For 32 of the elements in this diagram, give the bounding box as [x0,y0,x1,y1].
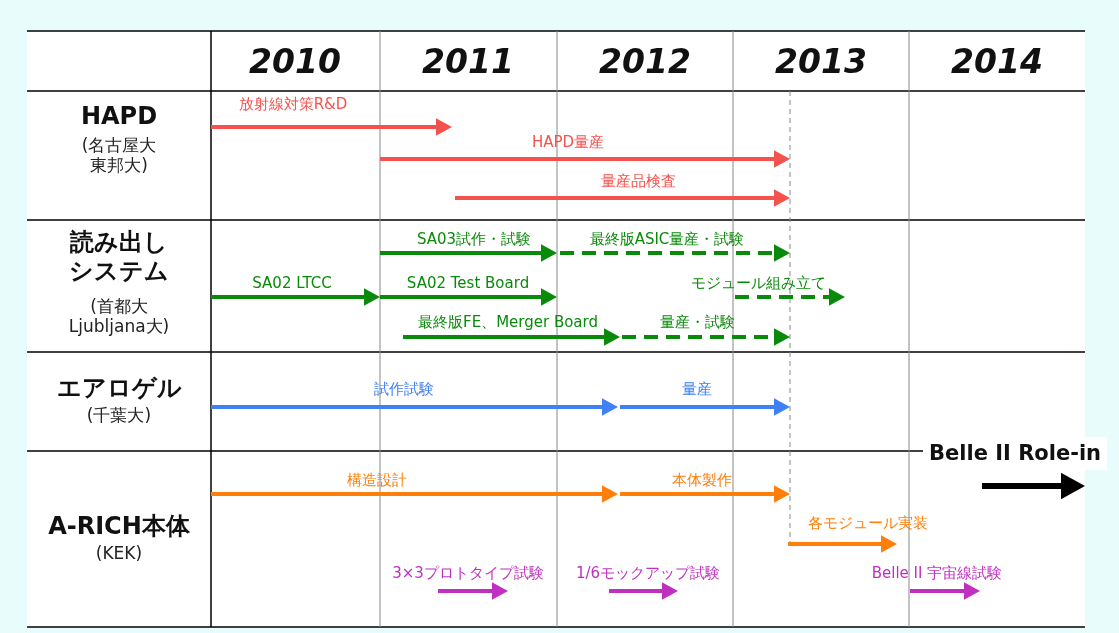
row-subheading: (KEK) [95,543,143,564]
task-label: 各モジュール実装 [808,514,928,532]
task-label: 量産品検査 [600,172,676,190]
task-label: 試作試験 [374,380,434,398]
task-label: 3×3プロトタイプ試験 [392,564,544,582]
year-header: 2010 [249,42,341,82]
row-heading: HAPD [80,102,158,131]
row-subheading: (名古屋大東邦大) [80,135,158,176]
task-label: Belle II 宇宙線試験 [871,564,1003,582]
task-label: 量産 [682,380,712,398]
task-label: 最終版ASIC量産・試験 [589,230,745,248]
year-header: 2013 [775,42,867,82]
task-label: SA03試作・試験 [416,230,532,248]
task-label: HAPD量産 [531,133,605,151]
task-label: 本体製作 [672,471,732,489]
task-label: 量産・試験 [659,313,735,331]
row-subheading: (千葉大) [86,405,152,426]
row-heading: A-RICH本体 [48,512,190,541]
milestone-label: Belle II Role-in [923,437,1108,471]
task-label: 放射線対策R&D [238,95,348,113]
year-header: 2014 [951,42,1043,82]
year-header: 2012 [599,42,691,82]
task-label: 1/6モックアップ試験 [575,564,721,582]
year-header: 2011 [422,42,514,82]
task-label: SA02 Test Board [406,274,530,292]
row-heading: 読み出しシステム [68,228,170,286]
task-label: モジュール組み立て [690,274,826,292]
task-label: SA02 LTCC [252,274,332,292]
row-subheading: (首都大 Ljubljana大) [67,296,171,337]
task-label: 構造設計 [347,471,407,489]
row-heading: エアロゲル [56,374,182,403]
task-label: 最終版FE、Merger Board [418,313,598,331]
